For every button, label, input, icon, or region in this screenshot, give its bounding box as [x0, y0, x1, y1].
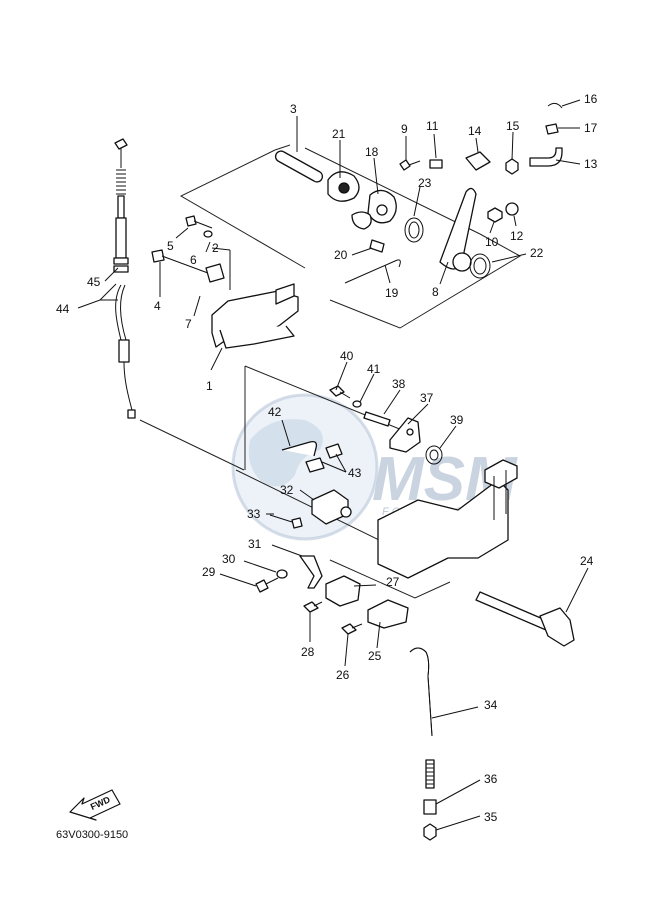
callout-8: 8 — [432, 285, 439, 299]
callout-5: 5 — [167, 239, 174, 253]
callout-30: 30 — [222, 552, 236, 566]
callout-25: 25 — [368, 649, 382, 663]
leader-lines — [77, 99, 589, 831]
callout-28: 28 — [301, 645, 315, 659]
callout-34: 34 — [484, 698, 498, 712]
callout-31: 31 — [248, 537, 262, 551]
callout-7: 7 — [185, 317, 192, 331]
callout-33: 33 — [247, 507, 261, 521]
sleeve-part — [274, 150, 324, 183]
callout-19: 19 — [385, 286, 399, 300]
callout-22: 22 — [530, 246, 544, 260]
callout-39: 39 — [450, 413, 464, 427]
callout-38: 38 — [392, 377, 406, 391]
callout-43: 43 — [348, 466, 362, 480]
callout-29: 29 — [202, 565, 216, 579]
watermark: MSM FORPARTS — [231, 393, 518, 541]
callout-32: 32 — [280, 483, 294, 497]
callout-36: 36 — [484, 772, 498, 786]
callout-23: 23 — [418, 176, 432, 190]
callout-6: 6 — [190, 253, 197, 267]
callout-44: 44 — [56, 302, 70, 316]
throttle-cable — [113, 138, 136, 419]
callout-21: 21 — [332, 127, 346, 141]
callout-24: 24 — [580, 554, 594, 568]
callout-16: 16 — [584, 92, 598, 106]
upper-assembly-frame — [179, 144, 522, 329]
callout-18: 18 — [365, 145, 379, 159]
callout-20: 20 — [334, 248, 348, 262]
callout-14: 14 — [468, 124, 482, 138]
callout-4: 4 — [154, 299, 161, 313]
callout-40: 40 — [340, 349, 354, 363]
callout-labels: 1 2 3 4 5 6 7 8 9 10 11 12 13 14 15 16 1… — [56, 92, 598, 824]
callout-3: 3 — [290, 102, 297, 116]
callout-1: 1 — [206, 379, 213, 393]
callout-17: 17 — [584, 121, 598, 135]
callout-9: 9 — [401, 122, 408, 136]
callout-10: 10 — [485, 235, 499, 249]
callout-41: 41 — [367, 362, 381, 376]
callout-12: 12 — [510, 229, 524, 243]
callout-27: 27 — [386, 575, 400, 589]
diagram-code: 63V0300-9150 — [56, 829, 128, 841]
lower-parts — [255, 385, 575, 841]
callout-42: 42 — [268, 405, 282, 419]
callout-11: 11 — [426, 119, 439, 133]
callout-37: 37 — [420, 391, 434, 405]
callout-26: 26 — [336, 668, 350, 682]
callout-13: 13 — [584, 157, 598, 171]
callout-15: 15 — [506, 119, 520, 133]
callout-35: 35 — [484, 810, 498, 824]
callout-2: 2 — [212, 241, 219, 255]
fwd-arrow-icon: FWD — [69, 789, 121, 821]
callout-45: 45 — [87, 275, 101, 289]
